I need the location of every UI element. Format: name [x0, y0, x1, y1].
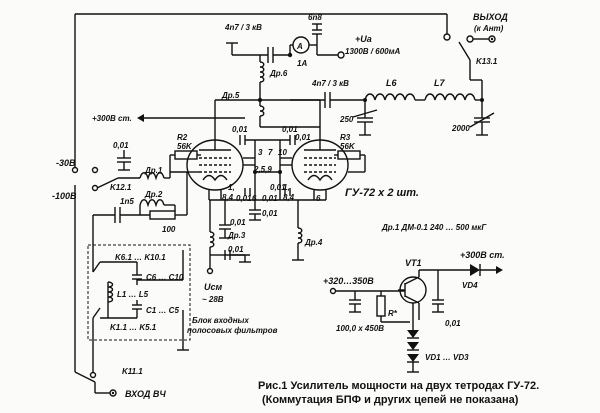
- label-pin1-right: 1,: [283, 183, 290, 192]
- label-pin10: 10: [278, 148, 287, 157]
- label-c-001-b: 0,01: [232, 125, 248, 134]
- label-minus100: -100В: [52, 191, 77, 201]
- label-plus300-left: +300В ст.: [92, 114, 132, 123]
- label-ammeter-range: 1A: [297, 59, 307, 68]
- filament-network: [206, 200, 304, 275]
- input-relay: [74, 345, 117, 397]
- label-pin6-left: 6: [252, 194, 257, 203]
- label-c-001-d: 0,01: [236, 194, 252, 203]
- label-c6-c10: C6 … C10: [146, 273, 184, 282]
- label-usm-value: ~ 28В: [202, 295, 224, 304]
- grid-resistors: [169, 150, 366, 173]
- label-output: ВЫХОД: [473, 12, 508, 22]
- label-c250: 250: [339, 115, 354, 124]
- label-supply-in: +320…350В: [323, 276, 374, 286]
- label-dr5: Др.5: [221, 91, 240, 100]
- label-ammeter: A: [296, 42, 303, 51]
- label-c-001-k: 0,01: [445, 319, 461, 328]
- label-ua-value: 1300В / 600мА: [345, 47, 401, 56]
- label-r3-value: 56K: [340, 142, 356, 151]
- label-c-001-e: 0,01: [262, 194, 278, 203]
- label-r2-value: 56K: [177, 142, 193, 151]
- caption-line-1: Рис.1 Усилитель мощности на двух тетрода…: [258, 380, 539, 392]
- label-block-2: полосовых фильтров: [187, 326, 278, 335]
- label-l6: L6: [386, 78, 397, 88]
- label-tube-title: ГУ-72 х 2 шт.: [345, 187, 419, 199]
- label-minus30: -30В: [56, 158, 76, 168]
- label-vd1-vd3: VD1 … VD3: [425, 353, 469, 362]
- label-dr2: Др.2: [144, 190, 163, 199]
- label-dr3: Др.3: [227, 231, 246, 240]
- label-c-4n7-2: 4n7 / 3 кВ: [311, 79, 349, 88]
- tube-interconnect: [209, 135, 326, 201]
- label-r-star: R*: [388, 309, 398, 318]
- label-r3: R3: [340, 133, 351, 142]
- label-choke-note: Др.1 ДМ-0.1 240 … 500 мкГ: [381, 223, 487, 232]
- label-c-top: 4n7 / 3 кВ: [224, 23, 262, 32]
- bandpass-filter-block: [87, 244, 191, 351]
- output-frame: [74, 13, 496, 150]
- hv-supply-section: [226, 23, 345, 100]
- label-pin3: 3: [258, 148, 263, 157]
- anode-output-network: [215, 92, 495, 136]
- label-ua: +Ua: [355, 34, 372, 44]
- label-c-001-j: 0,01: [295, 133, 311, 142]
- label-c1-c5: C1 … C5: [146, 306, 179, 315]
- caption-line-2: (Коммутация БПФ и других цепей не показа…: [262, 394, 519, 406]
- label-vd4: VD4: [462, 281, 478, 290]
- label-usm: Uсм: [204, 282, 223, 292]
- label-pin7: 7: [268, 148, 273, 157]
- label-c-001-f: 0,01: [230, 218, 246, 227]
- label-dr6: Др.6: [269, 69, 288, 78]
- label-l7: L7: [434, 78, 445, 88]
- label-r2: R2: [177, 133, 188, 142]
- label-pins-259: 2,5,9: [253, 165, 272, 174]
- label-dr1: Др.1: [144, 166, 163, 175]
- label-k12: K12.1: [110, 183, 132, 192]
- label-plus300-right: +300В ст.: [460, 250, 505, 260]
- label-k6-k10: K6.1 … K10.1: [115, 253, 166, 262]
- label-vt1: VT1: [405, 258, 422, 268]
- label-k11: K11.1: [122, 367, 143, 376]
- label-pin84-left: 8,4: [222, 193, 234, 202]
- label-c2000: 2000: [451, 124, 470, 133]
- label-k1-k5: K1.1 … K5.1: [110, 323, 157, 332]
- label-c-001-g: 0,01: [228, 245, 244, 254]
- label-c-001-h: 0,01: [262, 209, 278, 218]
- label-c100: 100,0 х 450В: [336, 324, 384, 333]
- label-k13: K13.1: [476, 57, 498, 66]
- label-r100: 100: [162, 225, 176, 234]
- label-input: ВХОД ВЧ: [125, 389, 166, 399]
- label-output-ant: (к Ант): [474, 24, 504, 33]
- label-c-001-bias: 0,01: [113, 141, 129, 150]
- label-c-6n8: 6n8: [308, 13, 322, 22]
- label-pin1-left: 1,: [228, 183, 235, 192]
- label-block-1: Блок входных: [192, 316, 249, 325]
- label-l1-l5: L1 … L5: [117, 290, 149, 299]
- label-c-001-i: 0,01: [270, 183, 286, 192]
- input-network: [92, 172, 188, 250]
- label-c-001-c: 0,01: [282, 125, 298, 134]
- bias-switch: [71, 150, 171, 372]
- label-c1n5: 1n5: [120, 197, 134, 206]
- label-dr4: Др.4: [304, 238, 323, 247]
- tube-left: [186, 139, 255, 200]
- label-pin6-right: 6: [316, 194, 321, 203]
- label-pin84-right: 8,4: [283, 193, 295, 202]
- tube-right: [280, 139, 360, 200]
- screen-regulator: [329, 264, 503, 373]
- anode-leads: [137, 100, 321, 140]
